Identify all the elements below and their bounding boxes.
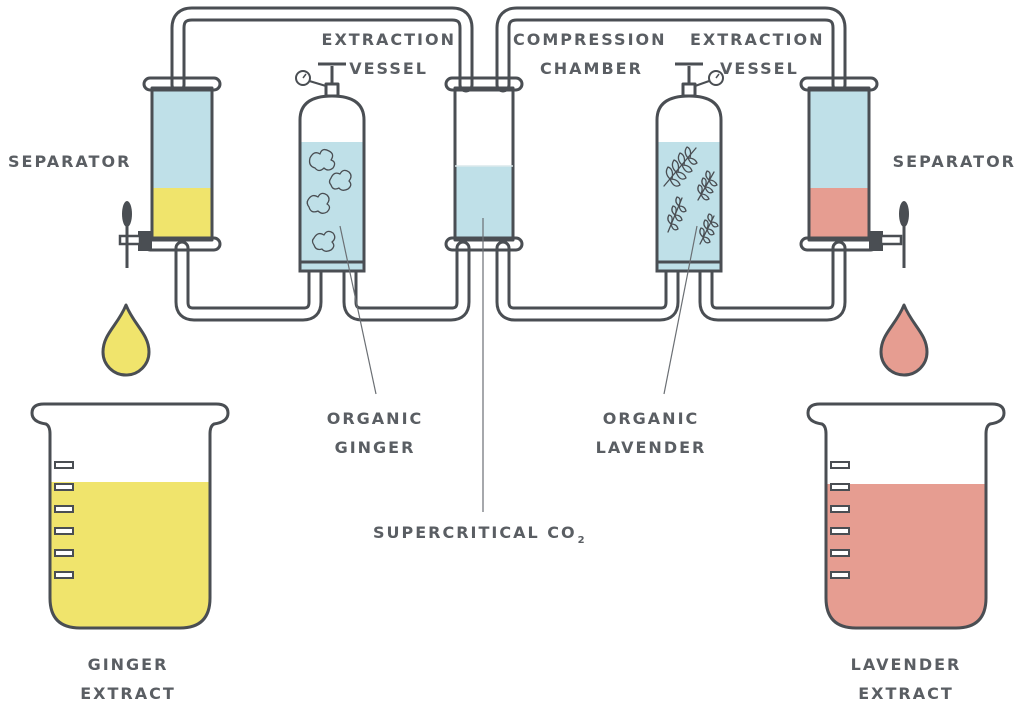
tap-icon bbox=[118, 201, 152, 268]
ginger-root-icon bbox=[306, 148, 352, 252]
label-organic-lavender-2: LAVENDER bbox=[596, 438, 707, 457]
label-lavender-extract-1: LAVENDER bbox=[851, 655, 962, 674]
label-supercritical-subscript: 2 bbox=[578, 535, 587, 546]
label-extraction-vessel-left-1: EXTRACTION bbox=[322, 30, 456, 49]
beaker-ginger bbox=[30, 402, 230, 630]
separator-right bbox=[799, 76, 909, 268]
label-ginger-extract-1: GINGER bbox=[88, 655, 169, 674]
label-supercritical-text: SUPERCRITICAL CO bbox=[373, 523, 577, 542]
label-organic-lavender-1: ORGANIC bbox=[603, 409, 700, 428]
label-extraction-vessel-left-2: VESSEL bbox=[349, 59, 428, 78]
pipe-network bbox=[170, 6, 847, 322]
label-lavender-extract-2: EXTRACT bbox=[858, 684, 954, 703]
compression-chamber bbox=[444, 76, 524, 252]
gauge-icon bbox=[694, 70, 724, 87]
label-supercritical-co2: SUPERCRITICAL CO2 bbox=[373, 523, 587, 546]
measurement-marks bbox=[54, 461, 74, 579]
label-ginger-extract-2: EXTRACT bbox=[80, 684, 176, 703]
label-separator-right: SEPARATOR bbox=[893, 152, 1016, 171]
leader-lines bbox=[339, 218, 698, 512]
label-organic-ginger-1: ORGANIC bbox=[327, 409, 424, 428]
extraction-vessel-ginger bbox=[295, 62, 366, 273]
label-separator-left: SEPARATOR bbox=[8, 152, 131, 171]
label-compression-1: COMPRESSION bbox=[513, 30, 667, 49]
measurement-marks bbox=[830, 461, 850, 579]
extraction-vessel-lavender bbox=[655, 62, 724, 273]
drop-icon bbox=[879, 303, 929, 377]
label-organic-ginger-2: GINGER bbox=[335, 438, 416, 457]
gauge-icon bbox=[295, 70, 327, 87]
valve-icon bbox=[318, 62, 346, 84]
label-compression-2: CHAMBER bbox=[540, 59, 643, 78]
drop-icon bbox=[101, 303, 151, 377]
label-extraction-vessel-right-1: EXTRACTION bbox=[690, 30, 824, 49]
tap-icon bbox=[869, 201, 909, 268]
label-extraction-vessel-right-2: VESSEL bbox=[720, 59, 799, 78]
valve-icon bbox=[675, 62, 703, 84]
lavender-sprig-icon bbox=[663, 146, 719, 245]
beaker-lavender bbox=[806, 402, 1006, 630]
separator-left bbox=[118, 76, 222, 268]
